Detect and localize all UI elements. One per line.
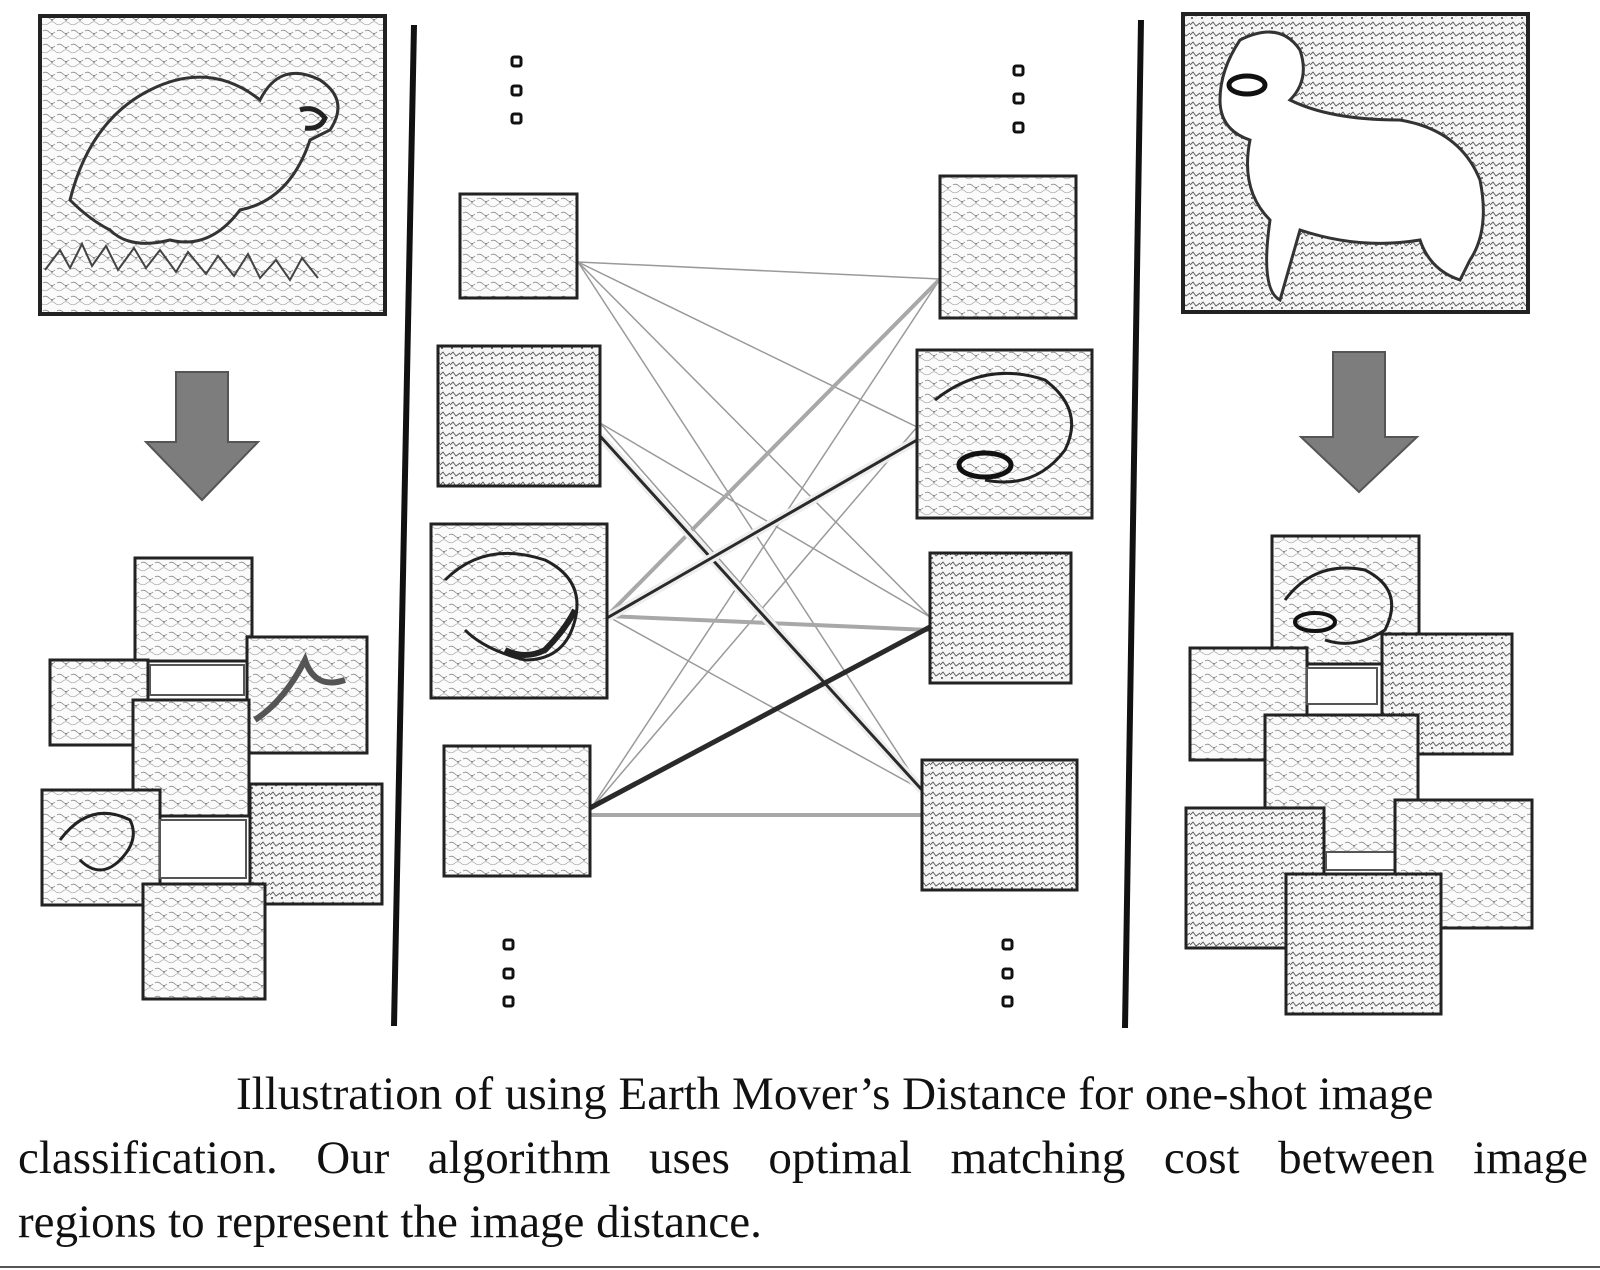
left-region-3	[429, 522, 609, 700]
left-region-1	[458, 192, 579, 300]
right-region-1	[938, 174, 1078, 320]
caption-line: classification. Our algorithm uses optim…	[18, 1132, 1588, 1184]
support-image	[1181, 12, 1530, 314]
dog-running-drawing	[68, 71, 340, 245]
left-region-2	[436, 344, 602, 488]
caption-line: regions to represent the image distance.	[18, 1196, 762, 1248]
query-image	[38, 14, 387, 316]
left-region-4	[442, 744, 592, 878]
bottom-rule	[0, 1266, 1600, 1268]
down-arrow-icon	[1298, 351, 1420, 494]
matching-graph	[429, 55, 1094, 1008]
weak-matching-edges	[577, 261, 941, 811]
vertical-ellipsis-icon	[1012, 64, 1025, 134]
right-region-3	[928, 551, 1073, 685]
dog-standing-drawing	[1218, 30, 1485, 303]
right-divider	[1122, 19, 1144, 1029]
vertical-ellipsis-icon	[1001, 938, 1014, 1008]
vertical-ellipsis-icon	[510, 55, 523, 125]
strong-matching-edges	[588, 432, 932, 811]
down-arrow-icon	[143, 371, 261, 502]
vertical-ellipsis-icon	[502, 938, 515, 1008]
figure-caption: Illustration of using Earth Mover’s Dist…	[18, 1062, 1588, 1254]
query-region-collage	[40, 556, 384, 1001]
left-divider	[391, 24, 417, 1027]
right-region-2	[915, 348, 1094, 520]
right-region-4	[920, 758, 1079, 892]
emd-illustration-figure	[38, 12, 1534, 1029]
support-region-collage	[1184, 534, 1534, 1016]
caption-line: Illustration of using Earth Mover’s Dist…	[236, 1068, 1434, 1120]
